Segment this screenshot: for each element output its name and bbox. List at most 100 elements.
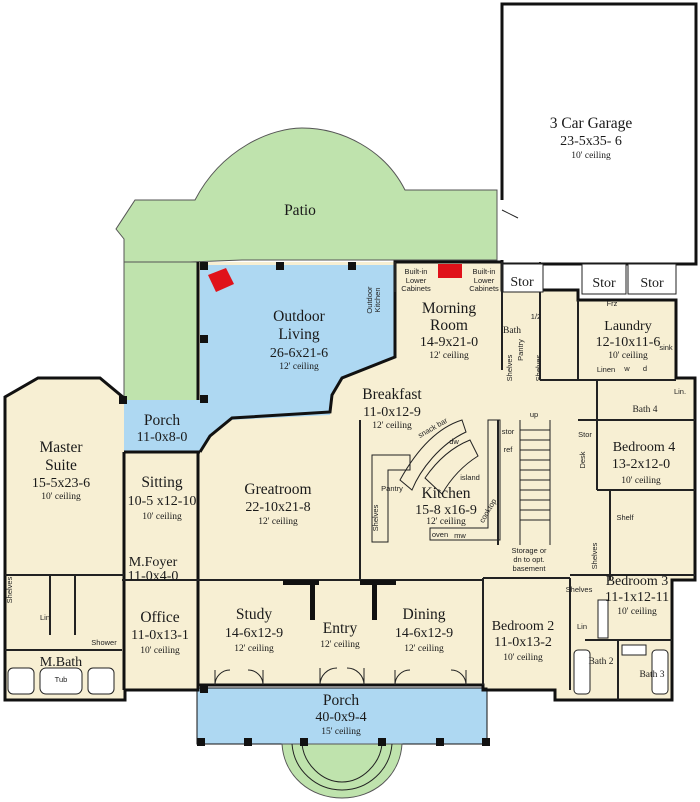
morning-room-label: Morning Room 14-9x21-0 12' ceiling xyxy=(420,300,478,361)
svg-text:14-9x21-0: 14-9x21-0 xyxy=(420,335,478,350)
svg-text:1/2: 1/2 xyxy=(531,312,541,321)
svg-text:26-6x21-6: 26-6x21-6 xyxy=(270,346,328,361)
svg-text:Sitting: Sitting xyxy=(141,474,183,491)
svg-text:11-0x4-0: 11-0x4-0 xyxy=(128,569,179,584)
svg-text:up: up xyxy=(530,410,538,419)
svg-text:Lin.: Lin. xyxy=(674,387,686,396)
svg-text:Shelves: Shelves xyxy=(534,354,543,381)
svg-text:Storage or: Storage or xyxy=(511,546,547,555)
svg-text:d: d xyxy=(643,364,647,373)
svg-text:Cabinets: Cabinets xyxy=(401,284,431,293)
svg-text:dw: dw xyxy=(449,437,459,446)
svg-text:15-5x23-6: 15-5x23-6 xyxy=(32,476,90,491)
bedroom2-label: Bedroom 2 11-0x13-2 10' ceiling xyxy=(492,619,555,663)
svg-text:12' ceiling: 12' ceiling xyxy=(258,517,298,527)
svg-text:10' ceiling: 10' ceiling xyxy=(617,607,657,617)
garage-label: 3 Car Garage 23-5x35- 6 10' ceiling xyxy=(550,115,633,161)
svg-text:12' ceiling: 12' ceiling xyxy=(404,644,444,654)
svg-text:Bath: Bath xyxy=(503,326,521,336)
svg-text:Stor: Stor xyxy=(510,275,534,290)
svg-text:Bedroom 2: Bedroom 2 xyxy=(492,619,555,634)
svg-text:10' ceiling: 10' ceiling xyxy=(621,476,661,486)
house-interior xyxy=(5,262,695,700)
svg-text:Pantry: Pantry xyxy=(381,484,403,493)
storage-rooms xyxy=(502,263,677,295)
study-label: Study 14-6x12-9 12' ceiling xyxy=(225,606,283,654)
svg-text:Master: Master xyxy=(39,439,83,456)
svg-text:Dining: Dining xyxy=(402,606,445,623)
svg-text:Cabinets: Cabinets xyxy=(469,284,499,293)
svg-text:10' ceiling: 10' ceiling xyxy=(608,351,648,361)
svg-text:Porch: Porch xyxy=(323,692,359,709)
greatroom-label: Greatroom 22-10x21-8 12' ceiling xyxy=(244,481,311,527)
svg-text:Shelves: Shelves xyxy=(371,504,380,531)
svg-text:Shelves: Shelves xyxy=(505,354,514,381)
svg-text:Laundry: Laundry xyxy=(604,319,651,334)
svg-text:22-10x21-8: 22-10x21-8 xyxy=(245,500,310,515)
svg-text:Suite: Suite xyxy=(45,457,77,474)
svg-text:dn to opt.: dn to opt. xyxy=(513,555,544,564)
patio-side-strip xyxy=(123,261,200,403)
svg-text:Lower: Lower xyxy=(406,276,427,285)
master-suite-label: Master Suite 15-5x23-6 10' ceiling xyxy=(32,439,90,502)
svg-text:Linen: Linen xyxy=(597,365,615,374)
garage-area xyxy=(500,2,698,266)
svg-text:12' ceiling: 12' ceiling xyxy=(234,644,274,654)
svg-text:10' ceiling: 10' ceiling xyxy=(41,492,81,502)
svg-text:12' ceiling: 12' ceiling xyxy=(279,362,319,372)
svg-text:Outdoor: Outdoor xyxy=(273,308,326,325)
svg-text:15-8 x16-9: 15-8 x16-9 xyxy=(415,503,477,518)
svg-text:Lin: Lin xyxy=(40,613,50,622)
svg-text:10-5 x12-10: 10-5 x12-10 xyxy=(128,494,197,509)
svg-text:13-2x12-0: 13-2x12-0 xyxy=(612,457,670,472)
staircase xyxy=(519,420,551,545)
svg-text:Stor: Stor xyxy=(578,430,592,439)
bath2-label: Bath 2 xyxy=(588,657,613,667)
front-steps xyxy=(281,743,403,799)
svg-text:basement: basement xyxy=(513,564,547,573)
svg-text:Office: Office xyxy=(140,609,179,626)
svg-text:Bedroom 3: Bedroom 3 xyxy=(606,574,669,589)
svg-text:Shower: Shower xyxy=(91,638,117,647)
svg-text:Shelves: Shelves xyxy=(5,576,14,603)
svg-text:Porch: Porch xyxy=(144,412,180,429)
svg-text:Entry: Entry xyxy=(323,620,358,637)
svg-text:14-6x12-9: 14-6x12-9 xyxy=(225,626,283,641)
svg-text:Pantry: Pantry xyxy=(516,339,525,361)
outdoor-living-label: Outdoor Living 26-6x21-6 12' ceiling xyxy=(270,308,328,372)
svg-text:Lin: Lin xyxy=(577,622,587,631)
svg-text:Kitchen: Kitchen xyxy=(421,485,470,502)
patio-area xyxy=(115,127,498,263)
svg-text:11-0x8-0: 11-0x8-0 xyxy=(137,430,188,445)
svg-text:3 Car Garage: 3 Car Garage xyxy=(550,115,633,132)
svg-text:11-0x13-2: 11-0x13-2 xyxy=(494,635,552,650)
interior-walls xyxy=(5,262,695,700)
svg-text:Shelves: Shelves xyxy=(590,542,599,569)
svg-text:Kitchen: Kitchen xyxy=(373,287,382,312)
svg-text:Breakfast: Breakfast xyxy=(362,386,422,403)
svg-text:12' ceiling: 12' ceiling xyxy=(372,421,412,431)
svg-text:Living: Living xyxy=(278,326,320,343)
kitchen-counters xyxy=(371,419,501,543)
svg-text:Stor: Stor xyxy=(640,276,664,291)
porch-small-label: Porch 11-0x8-0 xyxy=(137,412,188,445)
svg-text:Morning: Morning xyxy=(422,300,477,317)
svg-text:10' ceiling: 10' ceiling xyxy=(571,151,611,161)
svg-text:w: w xyxy=(623,364,630,373)
mfoyer-label: M.Foyer 11-0x4-0 xyxy=(128,555,179,584)
bath4-label: Bath 4 xyxy=(632,405,657,415)
laundry-label: Laundry 12-10x11-6 10' ceiling xyxy=(596,319,661,361)
svg-text:12' ceiling: 12' ceiling xyxy=(429,351,469,361)
svg-text:Lower: Lower xyxy=(474,276,495,285)
svg-text:11-0x13-1: 11-0x13-1 xyxy=(131,628,189,643)
svg-text:Greatroom: Greatroom xyxy=(244,481,311,498)
porch-front-label: Porch 40-0x9-4 15' ceiling xyxy=(315,692,366,737)
svg-text:Room: Room xyxy=(430,317,468,334)
svg-text:15' ceiling: 15' ceiling xyxy=(321,727,361,737)
bath2-tub xyxy=(573,649,591,695)
svg-text:Study: Study xyxy=(236,606,272,623)
columns xyxy=(119,262,490,746)
doors xyxy=(214,667,467,686)
svg-text:Built-in: Built-in xyxy=(405,267,428,276)
